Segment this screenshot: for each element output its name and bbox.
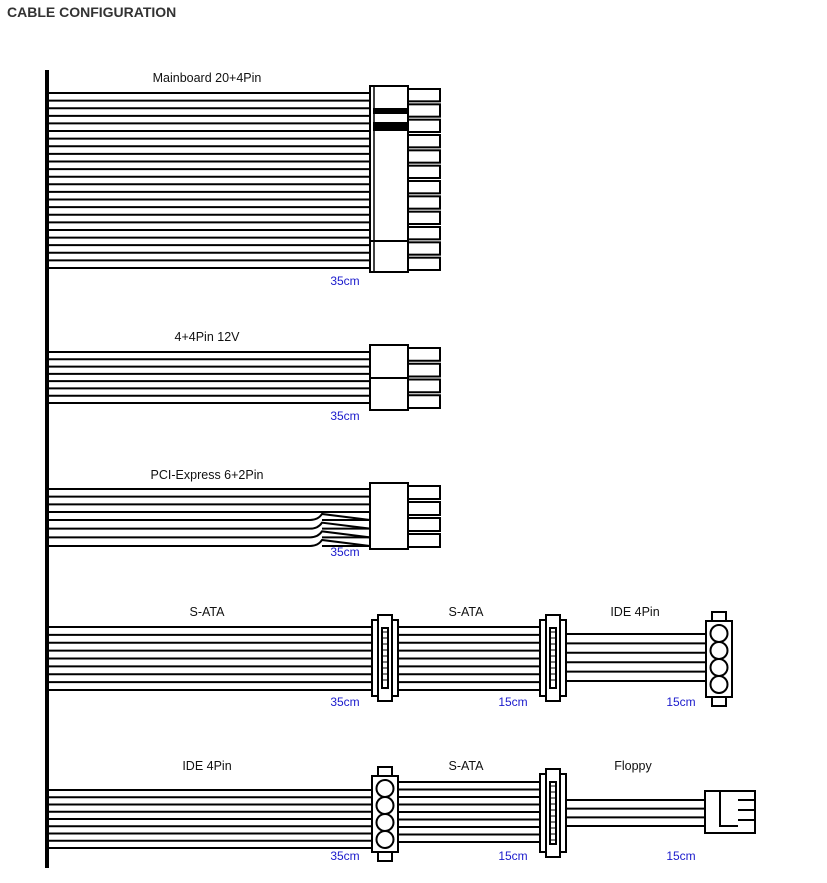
pin-cap bbox=[407, 103, 441, 118]
pin-cap bbox=[407, 164, 441, 180]
sata-slot bbox=[549, 781, 557, 845]
molex-pin bbox=[375, 779, 395, 798]
pin-cap bbox=[407, 195, 441, 210]
pin-cap bbox=[407, 134, 441, 149]
sata-slot bbox=[381, 627, 389, 689]
pin-cap bbox=[407, 210, 441, 226]
pin-cap bbox=[407, 241, 441, 256]
cable-length: 15cm bbox=[666, 695, 695, 709]
molex-pin bbox=[709, 624, 729, 643]
molex-pin bbox=[375, 796, 395, 815]
key-bar bbox=[373, 108, 407, 114]
pin-cap bbox=[407, 501, 441, 516]
cable-label: IDE 4Pin bbox=[610, 605, 659, 619]
molex-pin bbox=[375, 830, 395, 849]
cable-length: 35cm bbox=[330, 545, 359, 559]
cable-length: 35cm bbox=[330, 849, 359, 863]
cable-length: 35cm bbox=[330, 274, 359, 288]
molex-pin bbox=[709, 641, 729, 660]
pin-cap bbox=[407, 256, 441, 271]
cable-label: IDE 4Pin bbox=[182, 759, 231, 773]
cable-length: 15cm bbox=[498, 695, 527, 709]
sata-slot bbox=[549, 627, 557, 689]
cable-label: Mainboard 20+4Pin bbox=[153, 71, 262, 85]
cable-label: Floppy bbox=[614, 759, 652, 773]
wire-bend bbox=[309, 538, 371, 547]
page-title: CABLE CONFIGURATION bbox=[7, 4, 177, 20]
pin-cap bbox=[407, 533, 441, 548]
cable-drawings bbox=[45, 70, 756, 868]
pcie-connector bbox=[369, 482, 409, 550]
cable-label: S-ATA bbox=[190, 605, 226, 619]
pin-cap bbox=[407, 347, 441, 362]
pin-cap bbox=[407, 485, 441, 500]
cable-label: S-ATA bbox=[449, 759, 485, 773]
wire-bend bbox=[309, 530, 371, 539]
cable-length: 15cm bbox=[498, 849, 527, 863]
floppy-detail bbox=[719, 791, 755, 827]
molex-pin bbox=[709, 675, 729, 694]
wire-bend bbox=[309, 521, 371, 530]
key-bar bbox=[373, 122, 407, 131]
pin-cap bbox=[407, 88, 441, 103]
pin-cap bbox=[407, 118, 441, 133]
pin-cap bbox=[407, 517, 441, 532]
pin-cap bbox=[407, 226, 441, 241]
pin-cap bbox=[407, 394, 441, 409]
pin-cap bbox=[407, 378, 441, 394]
molex-pin bbox=[709, 658, 729, 677]
cable-length: 15cm bbox=[666, 849, 695, 863]
cable-label: S-ATA bbox=[449, 605, 485, 619]
cable-length: 35cm bbox=[330, 409, 359, 423]
cable-label: PCI-Express 6+2Pin bbox=[151, 468, 264, 482]
pin-cap bbox=[407, 362, 441, 378]
pin-cap bbox=[407, 180, 441, 195]
molex-pin bbox=[375, 813, 395, 832]
wire-bend bbox=[309, 512, 371, 521]
pin-cap bbox=[407, 149, 441, 164]
cable-label: 4+4Pin 12V bbox=[175, 330, 241, 344]
cable-length: 35cm bbox=[330, 695, 359, 709]
main-cable-bus bbox=[45, 70, 49, 868]
floppy-connector bbox=[704, 790, 756, 834]
